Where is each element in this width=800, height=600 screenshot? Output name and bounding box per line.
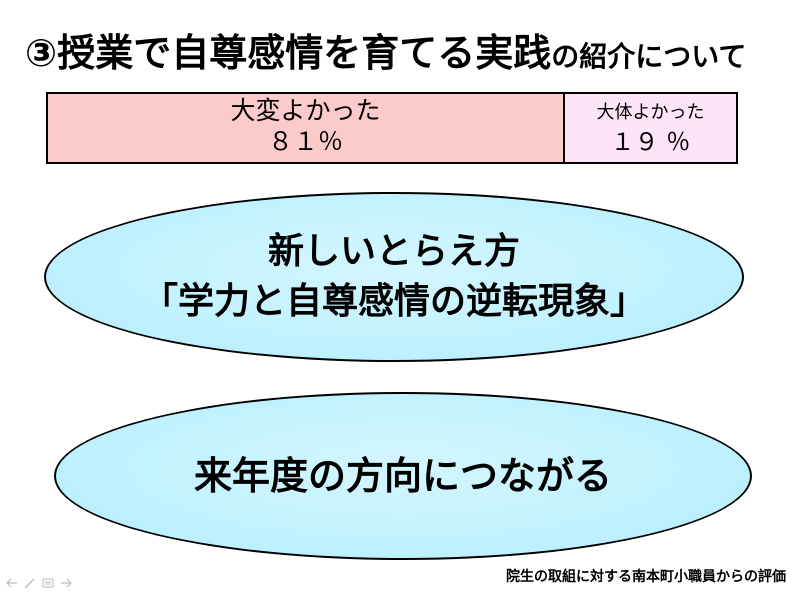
rating-bar: 大変よかった ８１％ 大体よかった １９ ％: [46, 92, 738, 164]
arrow-left-icon[interactable]: [6, 578, 18, 591]
new-perspective-ellipse: 新しいとらえ方 「学力と自尊感情の逆転現象」: [44, 192, 744, 362]
menu-icon[interactable]: [42, 578, 54, 591]
rating-very-good-value: ８１％: [267, 127, 343, 156]
next-year-line: 来年度の方向につながる: [193, 454, 612, 498]
rating-fairly-good-segment: 大体よかった １９ ％: [565, 94, 736, 162]
slide-nav-controls: [6, 578, 72, 591]
new-perspective-line2: 「学力と自尊感情の逆転現象」: [141, 281, 646, 322]
arrow-right-icon[interactable]: [60, 578, 72, 591]
slide-title: ③授業で自尊感情を育てる実践の紹介について: [25, 28, 785, 78]
footer-caption: 院生の取組に対する南本町小職員からの評価: [506, 569, 786, 585]
new-perspective-line1: 新しいとらえ方: [267, 231, 520, 272]
title-number: ③: [25, 31, 58, 75]
pen-icon[interactable]: [24, 578, 36, 591]
rating-fairly-good-label: 大体よかった: [596, 102, 705, 123]
rating-very-good-segment: 大変よかった ８１％: [48, 94, 565, 162]
title-main: 授業で自尊感情を育てる実践: [57, 31, 552, 75]
title-tail: の紹介について: [551, 40, 747, 73]
rating-very-good-label: 大変よかった: [230, 96, 381, 125]
rating-fairly-good-value: １９ ％: [610, 128, 691, 156]
next-year-ellipse: 来年度の方向につながる: [54, 392, 752, 560]
